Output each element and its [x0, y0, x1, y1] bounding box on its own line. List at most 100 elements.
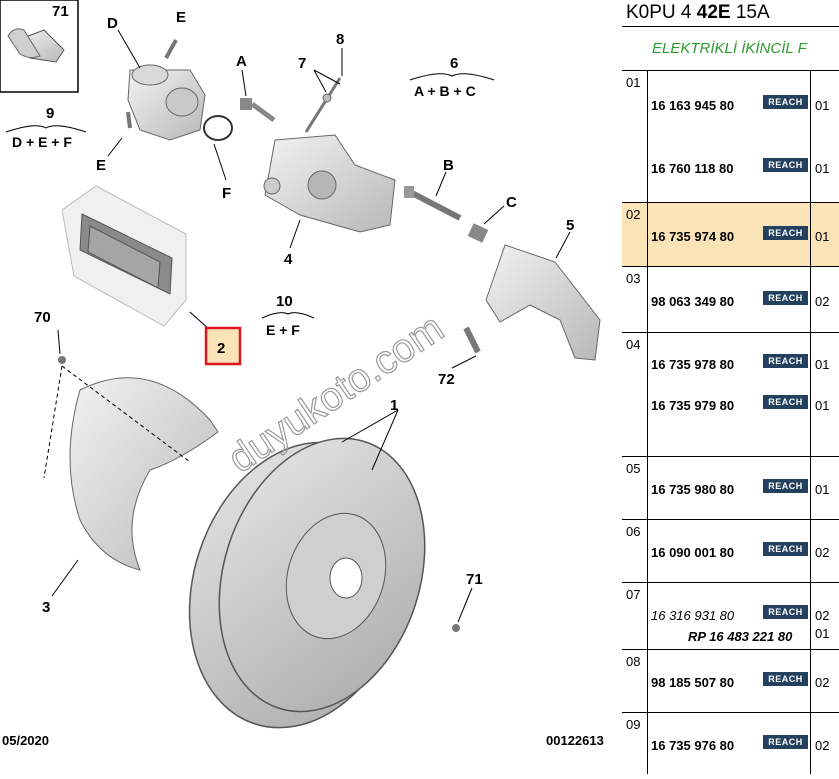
reach-badge: REACH — [763, 479, 808, 493]
reach-badge: REACH — [763, 158, 808, 172]
label-b: B — [443, 157, 454, 174]
row-index: 08 — [626, 654, 641, 669]
screw-71-thumbnail[interactable]: 71 — [0, 0, 79, 93]
reach-badge: REACH — [763, 291, 808, 305]
reach-badge: REACH — [763, 95, 808, 109]
quantity: 02 — [815, 545, 830, 560]
kit-9-label: 9 D + E + F — [5, 105, 87, 150]
label-d: D — [107, 15, 118, 32]
label-9: 9 — [46, 105, 54, 122]
reach-badge: REACH — [763, 672, 808, 686]
parts-row-03[interactable]: 03 98 063 349 80 REACH 02 — [622, 267, 839, 333]
bolt-72[interactable]: 72 — [438, 326, 481, 388]
o-ring-f[interactable]: F — [203, 115, 233, 202]
quantity: 02 — [815, 738, 830, 753]
dust-shield-3[interactable]: 3 — [42, 365, 219, 616]
label-a: A — [236, 53, 247, 70]
quantity: 02 — [815, 675, 830, 690]
row-index: 06 — [626, 524, 641, 539]
part-number[interactable]: 98 063 349 80 — [651, 294, 735, 309]
parts-row-09[interactable]: 09 16 735 976 80 REACH 02 — [622, 713, 839, 774]
row-index: 07 — [626, 587, 641, 602]
footer-code: 00122613 — [546, 733, 604, 748]
guide-sleeve-c[interactable]: C — [467, 194, 517, 243]
reach-badge: REACH — [763, 395, 808, 409]
part-number[interactable]: 16 735 978 80 — [651, 357, 735, 372]
label-5: 5 — [566, 217, 574, 234]
parts-row-02[interactable]: 02 16 735 974 80 REACH 01 — [622, 203, 839, 267]
part-number[interactable]: 16 735 980 80 — [651, 482, 735, 497]
parts-row-01[interactable]: 01 16 163 945 80 REACH 01 16 760 118 80 … — [622, 71, 839, 203]
label-1: 1 — [390, 397, 398, 414]
row-index: 04 — [626, 337, 641, 352]
label-71-bottom: 71 — [466, 571, 483, 588]
kit-10-label: 10 E + F — [261, 293, 315, 338]
reach-badge: REACH — [763, 354, 808, 368]
bleed-screw-a[interactable]: A — [236, 53, 276, 123]
caliper-bracket-5[interactable]: 5 — [485, 217, 601, 361]
part-number[interactable]: 16 735 976 80 — [651, 738, 735, 753]
label-6: 6 — [450, 55, 458, 72]
part-number[interactable]: 16 163 945 80 — [651, 98, 735, 113]
quantity: 01 — [815, 626, 830, 641]
row-index: 09 — [626, 717, 641, 732]
bolt-e-top[interactable]: E — [164, 9, 186, 59]
label-2: 2 — [217, 340, 225, 357]
equation-9: D + E + F — [12, 134, 72, 150]
quantity: 01 — [815, 398, 830, 413]
quantity: 02 — [815, 608, 830, 623]
caliper-body-4[interactable]: 4 — [263, 134, 396, 268]
quantity: 01 — [815, 357, 830, 372]
part-number[interactable]: 16 735 979 80 — [651, 398, 735, 413]
parts-row-07[interactable]: 07 16 316 931 80 REACH 02 RP 16 483 221 … — [622, 583, 839, 650]
label-e-bottom: E — [96, 157, 106, 174]
label-72: 72 — [438, 371, 455, 388]
screw-71-bottom[interactable]: 71 — [452, 571, 483, 632]
brake-pads-2[interactable]: 2 — [61, 185, 242, 366]
label-71-top: 71 — [52, 3, 69, 20]
guide-bolt-b[interactable]: B — [404, 157, 462, 221]
label-7: 7 — [298, 55, 306, 72]
parts-list-panel: K0PU 4 42E 15A ELEKTRİKLİ İKİNCİL F 01 1… — [622, 0, 839, 774]
label-8: 8 — [336, 31, 344, 48]
parts-row-05[interactable]: 05 16 735 980 80 REACH 01 — [622, 457, 839, 520]
parts-row-08[interactable]: 08 98 185 507 80 REACH 02 — [622, 650, 839, 713]
row-index: 02 — [626, 207, 641, 222]
part-number[interactable]: 16 090 001 80 — [651, 545, 735, 560]
reach-badge: REACH — [763, 605, 808, 619]
panel-header: K0PU 4 42E 15A — [622, 0, 839, 27]
label-f: F — [222, 185, 231, 202]
row-index: 01 — [626, 75, 641, 90]
label-70: 70 — [34, 309, 51, 326]
quantity: 01 — [815, 98, 830, 113]
parts-diagram: 71 D E E F 9 D + E + F 4 A — [0, 0, 604, 757]
row-index: 03 — [626, 271, 641, 286]
part-number[interactable]: 16 760 118 80 — [651, 161, 734, 176]
panel-subheader: ELEKTRİKLİ İKİNCİL F — [622, 27, 839, 71]
quantity: 01 — [815, 482, 830, 497]
screw-70[interactable]: 70 — [34, 309, 66, 364]
quantity: 01 — [815, 229, 830, 244]
parts-row-06[interactable]: 06 16 090 001 80 REACH 02 — [622, 520, 839, 583]
kit-6-label: 6 A + B + C — [409, 55, 495, 99]
reach-badge: REACH — [763, 542, 808, 556]
reach-badge: REACH — [763, 226, 808, 240]
label-4: 4 — [284, 251, 293, 268]
label-3: 3 — [42, 599, 50, 616]
part-number[interactable]: 16 735 974 80 — [651, 229, 735, 244]
part-number[interactable]: 16 316 931 80 — [651, 608, 735, 623]
brake-disc-1[interactable]: 1 — [154, 397, 458, 757]
equation-10: E + F — [266, 322, 300, 338]
reach-badge: REACH — [763, 735, 808, 749]
bleed-parts-7-8[interactable]: 8 7 — [298, 31, 344, 133]
quantity: 01 — [815, 161, 830, 176]
replacement-part-number[interactable]: RP 16 483 221 80 — [688, 629, 793, 644]
parts-row-04[interactable]: 04 16 735 978 80 REACH 01 16 735 979 80 … — [622, 333, 839, 457]
equation-6: A + B + C — [414, 83, 476, 99]
label-10: 10 — [276, 293, 293, 310]
part-number[interactable]: 98 185 507 80 — [651, 675, 735, 690]
footer-date: 05/2020 — [2, 733, 49, 748]
label-e-top: E — [176, 9, 186, 26]
caliper-motor-d[interactable]: D — [107, 15, 206, 141]
bolt-e-bottom[interactable]: E — [96, 111, 132, 174]
